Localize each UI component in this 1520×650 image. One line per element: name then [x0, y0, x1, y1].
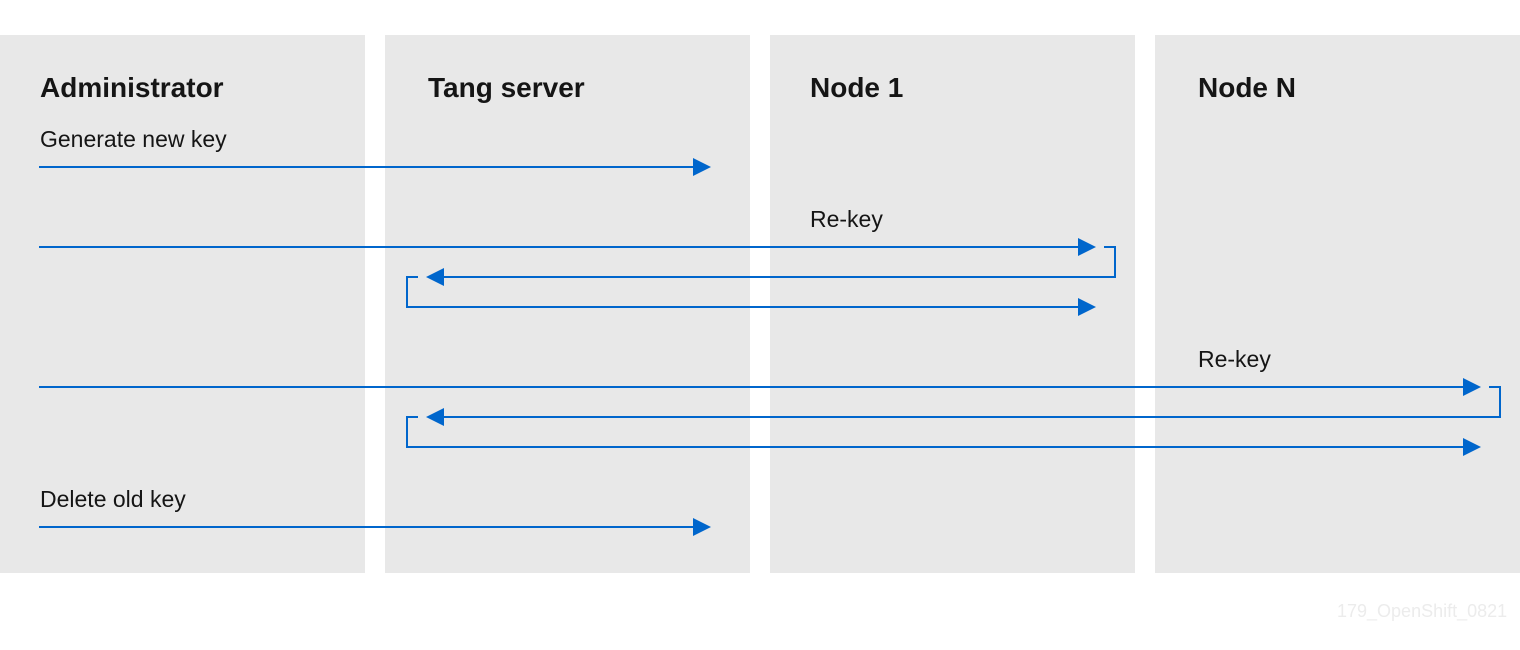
watermark: 179_OpenShift_0821: [1337, 601, 1508, 621]
arrowhead-tang-to-node-n: [1463, 438, 1481, 456]
lane-title-administrator: Administrator: [40, 72, 224, 103]
lane-administrator: [0, 35, 365, 573]
arrow-node-1-to-tang: [443, 246, 1116, 278]
arrowhead-rekey-node-n: [1463, 378, 1481, 396]
lane-title-tang-server: Tang server: [428, 72, 585, 103]
arrowhead-delete-old-key: [693, 518, 711, 536]
arrowhead-node-1-to-tang: [426, 268, 444, 286]
label-generate-new-key: Generate new key: [40, 126, 227, 152]
lane-node-n: [1155, 35, 1520, 573]
label-delete-old-key: Delete old key: [40, 486, 186, 512]
arrow-tang-to-node-n: [406, 416, 1464, 448]
arrowhead-generate-new-key: [693, 158, 711, 176]
arrow-node-n-to-tang: [443, 386, 1501, 418]
label-rekey-node-n: Re-key: [1198, 346, 1271, 372]
arrowhead-rekey-node-1: [1078, 238, 1096, 256]
lane-tang-server: [385, 35, 750, 573]
arrowhead-tang-to-node-1: [1078, 298, 1096, 316]
lane-title-node-n: Node N: [1198, 72, 1296, 103]
lane-title-node-1: Node 1: [810, 72, 904, 103]
lane-node-1: [770, 35, 1135, 573]
arrowhead-node-n-to-tang: [426, 408, 444, 426]
label-rekey-node-1: Re-key: [810, 206, 883, 232]
arrow-tang-to-node-1: [406, 276, 1079, 308]
